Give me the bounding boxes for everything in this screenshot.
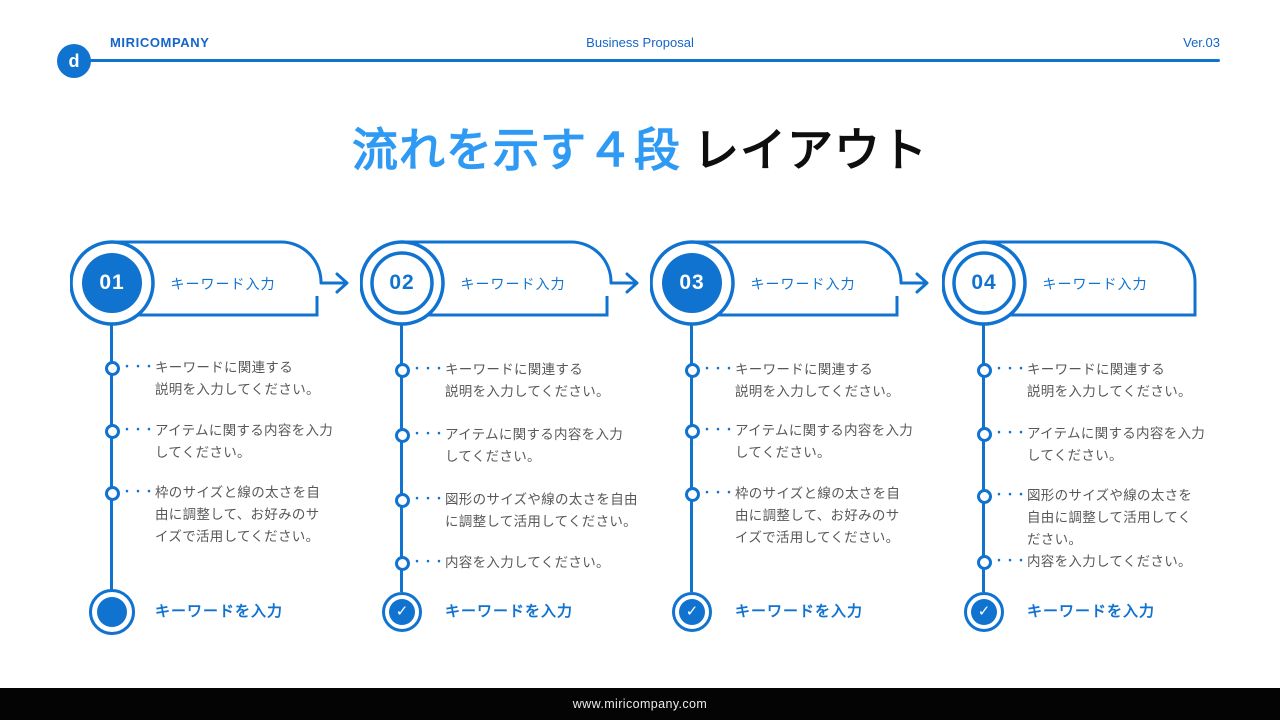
bullet-text: アイテムに関する内容を入力 してください。 [1027,426,1206,463]
footer-bar: www.miricompany.com [0,688,1280,720]
step-footer-label: キーワードを入力 [1027,603,1156,620]
step-head-shape [360,240,639,326]
step-number: 04 [971,271,997,294]
bullet-text: アイテムに関する内容を入力 してください。 [735,423,914,460]
bullet-node-icon [395,493,410,508]
bullet-dots-icon: ・・・ [994,364,1027,375]
step-number: 03 [679,271,705,294]
bullet-text: キーワードに関連する 説明を入力してください。 [155,360,320,397]
bullet-node-icon [977,427,992,442]
bullet-node-icon [395,428,410,443]
title-rest: レイアウト [693,124,928,176]
arrow-right-icon [319,272,349,294]
step-number: 02 [389,271,415,294]
step-footer-label: キーワードを入力 [445,603,574,620]
bullet-text: 図形のサイズや線の太さを 自由に調整して活用してく ださい。 [1027,488,1193,547]
bullet-dots-icon: ・・・ [412,429,445,440]
bullet-node-icon [395,556,410,571]
bullet-text: キーワードに関連する 説明を入力してください。 [1027,362,1192,399]
checkmark-glyph: ✓ [395,603,409,620]
bullet-node-icon [685,487,700,502]
bullet-dots-icon: ・・・ [702,425,735,436]
version-label: Ver.03 [1183,35,1220,50]
bullet-node-icon [685,363,700,378]
bullet-dots-icon: ・・・ [702,364,735,375]
step-number: 01 [99,271,125,294]
company-name: MIRICOMPANY [110,35,210,50]
bullet-dots-icon: ・・・ [994,556,1027,567]
checkmark-glyph: ✓ [685,603,699,620]
bullet-text: キーワードに関連する 説明を入力してください。 [445,362,610,399]
bullet-dots-icon: ・・・ [994,428,1027,439]
bullet-dots-icon: ・・・ [122,425,155,436]
step-footer-label: キーワードを入力 [735,603,864,620]
timeline [982,325,985,592]
bullet-node-icon [977,363,992,378]
bullet-text: 内容を入力してください。 [1027,554,1192,569]
check-icon: ✓ [672,592,712,632]
slide-title: 流れを示す４段レイアウト [0,121,1280,179]
bullet-text: キーワードに関連する 説明を入力してください。 [735,362,900,399]
timeline [110,325,113,592]
bullet-text: アイテムに関する内容を入力 してください。 [445,427,624,464]
document-title: Business Proposal [586,35,694,50]
timeline [690,325,693,592]
footer-url: www.miricompany.com [572,697,708,711]
step-tab-label: キーワード入力 [1042,276,1148,292]
step-tab-label: キーワード入力 [750,276,856,292]
logo-glyph: d [68,50,80,71]
step-tab-label: キーワード入力 [460,276,566,292]
bullet-node-icon [105,361,120,376]
step-head-shape [70,240,349,326]
title-highlight: 流れを示す４段 [352,124,681,176]
bullet-text: 内容を入力してください。 [445,555,610,570]
checkmark-glyph: ✓ [977,603,991,620]
bullet-dots-icon: ・・・ [412,364,445,375]
step-footer-label: キーワードを入力 [155,603,284,620]
bullet-dots-icon: ・・・ [122,487,155,498]
dot-icon [89,589,135,635]
step-head-shape [942,240,1197,326]
bullet-text: アイテムに関する内容を入力 してください。 [155,423,334,460]
bullet-dots-icon: ・・・ [994,490,1027,501]
bullet-node-icon [685,424,700,439]
bullet-text: 枠のサイズと線の太さを自 由に調整して、お好みのサ イズで活用してください。 [735,486,901,545]
bullet-node-icon [977,489,992,504]
logo-icon: d [57,44,91,78]
step-head-shape [650,240,929,326]
bullet-node-icon [105,486,120,501]
bullet-node-icon [977,555,992,570]
bullet-node-icon [105,424,120,439]
step-tab-label: キーワード入力 [170,276,276,292]
bullet-dots-icon: ・・・ [122,362,155,373]
header-divider [74,59,1220,62]
bullet-dots-icon: ・・・ [412,557,445,568]
arrow-right-icon [899,272,929,294]
bullet-text: 図形のサイズや線の太さを自由 に調整して活用してください。 [445,492,638,529]
timeline [400,325,403,592]
check-icon: ✓ [964,592,1004,632]
check-icon: ✓ [382,592,422,632]
bullet-dots-icon: ・・・ [412,494,445,505]
bullet-node-icon [395,363,410,378]
bullet-dots-icon: ・・・ [702,488,735,499]
bullet-text: 枠のサイズと線の太さを自 由に調整して、お好みのサ イズで活用してください。 [155,485,321,544]
arrow-right-icon [609,272,639,294]
